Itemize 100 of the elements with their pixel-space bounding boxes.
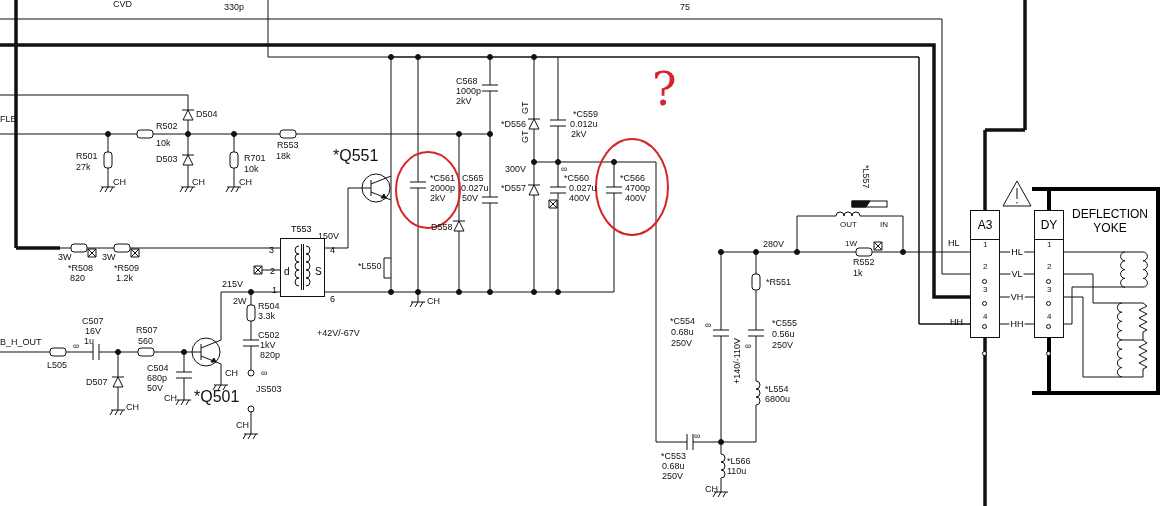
component-value: 110u — [727, 467, 747, 476]
reference-designator: R501 — [76, 152, 98, 161]
component-value: 0.68u — [671, 328, 694, 337]
component-value: 18k — [276, 152, 291, 161]
net-label: B_H_OUT — [0, 338, 42, 347]
reference-designator: D558 — [431, 223, 453, 232]
reference-designator: R504 — [258, 302, 280, 311]
component-value: 0.027u — [461, 184, 489, 193]
net-label: IN — [880, 221, 888, 229]
ground-label: CH — [192, 178, 205, 187]
component-value: 250V — [671, 339, 693, 348]
component-value: 50V — [462, 194, 478, 203]
component-value: 820p — [260, 351, 281, 360]
edge-label: HL — [1010, 247, 1024, 257]
component-value: 250V — [772, 341, 794, 350]
component-value: 6800u — [765, 395, 791, 404]
connector-wire — [999, 273, 1035, 275]
net-label: 300V — [505, 165, 527, 174]
reference-designator: *C554 — [670, 317, 696, 326]
component-value: 2kV — [571, 130, 587, 139]
reference-designator: R507 — [136, 326, 158, 335]
net-label: +140/-110V — [733, 337, 742, 384]
component-value: 1.2k — [116, 274, 133, 283]
reference-designator: R553 — [277, 141, 299, 150]
reference-designator: R701 — [244, 154, 266, 163]
component-value: 1kV — [260, 341, 276, 350]
ground-label: CH — [113, 178, 126, 187]
infinity-mark: ∞ — [261, 369, 268, 378]
component-value: 10k — [244, 165, 259, 174]
pin-number: 2 — [1047, 263, 1052, 271]
component-value: 3W — [58, 253, 72, 262]
connector-wire — [324, 56, 971, 325]
component-value: 400V — [569, 194, 591, 203]
edge-label: VL — [1010, 269, 1024, 279]
connector-name: A3 — [977, 218, 993, 232]
reference-designator: C507 — [82, 317, 104, 326]
reference-designator: C504 — [147, 364, 169, 373]
reference-designator: *Q551 — [333, 148, 379, 164]
component-value: 1k — [853, 269, 863, 278]
connector-wire — [0, 43, 970, 299]
winding-label: S — [315, 267, 322, 277]
component-value: 330p — [224, 3, 245, 12]
pin-number: 3 — [269, 246, 274, 255]
reference-designator: *L554 — [765, 385, 789, 394]
reference-designator: *Q501 — [194, 389, 240, 405]
handwritten-question-mark: ? — [652, 66, 677, 112]
pin-number: 3 — [1047, 286, 1052, 294]
pin-number: 3 — [983, 286, 988, 294]
component-value: 0.56u — [772, 330, 795, 339]
reference-designator: L505 — [47, 361, 68, 370]
pin-number: HL — [948, 239, 960, 248]
reference-designator: *C561 — [430, 174, 456, 183]
pin-number: 6 — [330, 295, 335, 304]
reference-designator: *D557 — [501, 184, 527, 193]
pin-number: 4 — [983, 313, 988, 321]
ground-label: CH — [126, 403, 139, 412]
component-value: 400V — [625, 194, 647, 203]
reference-designator: *L566 — [727, 457, 751, 466]
reference-designator: *C566 — [620, 174, 646, 183]
reference-designator: *C560 — [564, 174, 590, 183]
infinity-mark: ∞ — [73, 342, 80, 351]
component-value: 16V — [85, 327, 101, 336]
component-value: 1000p — [456, 87, 482, 96]
infinity-mark: ∞ — [745, 342, 752, 351]
pin-number: 1 — [272, 286, 277, 295]
component-value: 4700p — [625, 184, 651, 193]
reference-designator: *C559 — [573, 110, 599, 119]
yoke-box — [1032, 187, 1160, 395]
yoke-title: DEFLECTION YOKE — [1071, 207, 1149, 236]
reference-designator: C568 — [456, 77, 478, 86]
infinity-mark: ∞ — [705, 321, 712, 330]
reference-designator: JS503 — [256, 385, 282, 394]
pin-number: 2 — [270, 267, 275, 276]
component-value: 2000p — [430, 184, 456, 193]
reference-designator: *L550 — [358, 262, 382, 271]
component-value: 75 — [680, 3, 690, 12]
infinity-mark: ∞ — [561, 165, 568, 174]
reference-designator: R502 — [156, 122, 178, 131]
infinity-mark: ∞ — [694, 432, 701, 441]
ground-label: CH — [239, 178, 252, 187]
pin-number: 2 — [983, 263, 988, 271]
reference-designator: D504 — [196, 110, 218, 119]
winding-label: d — [284, 267, 290, 277]
component-value: 560 — [138, 337, 154, 346]
component-value: 27k — [76, 163, 91, 172]
component-value: 10k — [156, 139, 171, 148]
net-label: GT — [521, 130, 530, 143]
component-value: 1W — [845, 240, 857, 248]
reference-designator: D503 — [156, 155, 178, 164]
ground-label: CH — [705, 485, 718, 494]
pin-number: 4 — [1047, 313, 1052, 321]
pin-number: 1 — [1047, 241, 1052, 249]
component-value: 3.3k — [258, 312, 275, 321]
component-value: 2W — [233, 297, 247, 306]
reference-designator: D507 — [86, 378, 108, 387]
component-value: 0.012u — [570, 120, 598, 129]
ground-label: CH — [164, 394, 177, 403]
component-value: 50V — [147, 384, 163, 393]
ground-label: CH — [225, 369, 238, 378]
reference-designator: *C555 — [772, 319, 798, 328]
